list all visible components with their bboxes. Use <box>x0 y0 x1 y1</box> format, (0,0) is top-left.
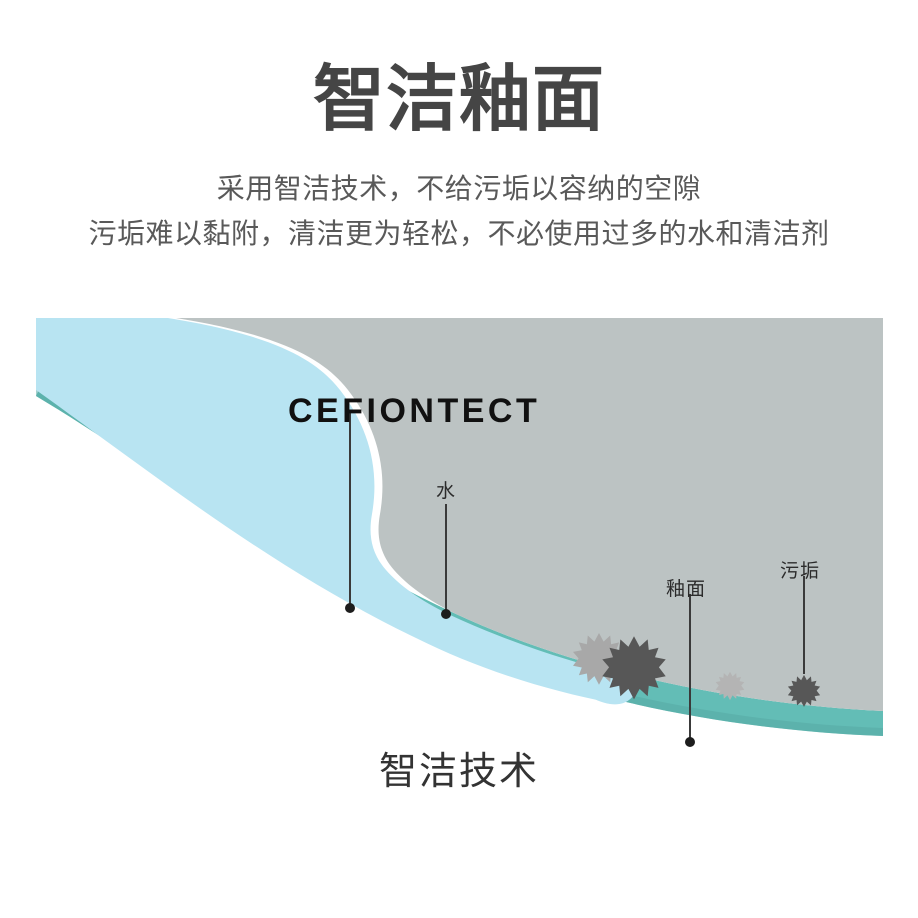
leader-dot-glaze <box>685 737 695 747</box>
header-block: 智洁釉面 采用智洁技术，不给污垢以容纳的空隙 污垢难以黏附，清洁更为轻松，不必使… <box>0 0 918 256</box>
ceramic-body-shape <box>176 318 883 711</box>
dirt-label: 污垢 <box>780 561 821 582</box>
cefiontect-brand-label: CEFIONTECT <box>288 392 541 430</box>
leader-lines <box>345 410 805 747</box>
subtitle-block: 采用智洁技术，不给污垢以容纳的空隙 污垢难以黏附，清洁更为轻松，不必使用过多的水… <box>0 166 918 257</box>
leader-dot-cefiontect <box>345 603 355 613</box>
bottom-caption: 智洁技术 <box>378 751 539 793</box>
water-layer-shape <box>36 318 637 704</box>
dirt-particle-dark-large <box>602 636 666 700</box>
leader-dot-water <box>441 609 451 619</box>
subtitle-line-1: 采用智洁技术，不给污垢以容纳的空隙 <box>216 172 702 204</box>
dirt-particle-light-small <box>715 671 745 701</box>
water-label: 水 <box>436 481 457 502</box>
dirt-particle-dark-small <box>787 674 821 707</box>
subtitle-line-2: 污垢难以黏附，清洁更为轻松，不必使用过多的水和清洁剂 <box>88 218 830 250</box>
glaze-cross-section-illustration <box>36 318 883 748</box>
glaze-label: 釉面 <box>666 579 707 600</box>
page-title: 智洁釉面 <box>312 60 605 140</box>
